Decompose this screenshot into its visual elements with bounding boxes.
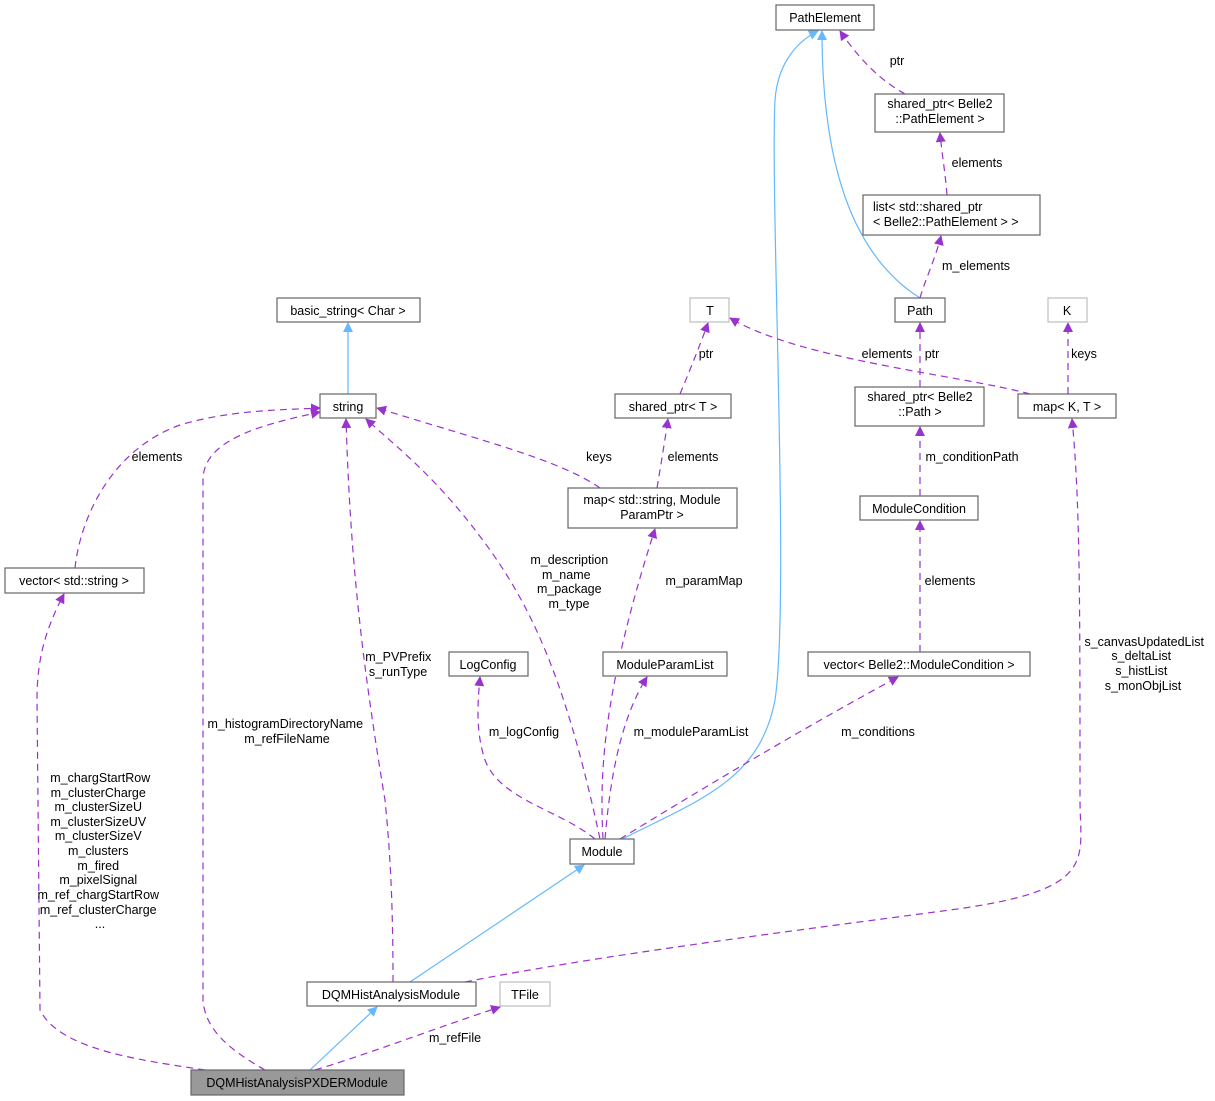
node-label: vector< std::string > [19, 574, 129, 588]
edge-label-elements-t: elements [862, 347, 913, 361]
node-label: vector< Belle2::ModuleCondition > [823, 658, 1014, 672]
inheritance-edges [309, 30, 921, 1071]
edge-label-keys: keys [586, 450, 612, 464]
edge-label-m-reffile: m_refFile [429, 1031, 481, 1045]
edge-label-m-conditionpath: m_conditionPath [925, 450, 1018, 464]
edge-label-ptr: ptr [890, 54, 905, 68]
node-logconfig[interactable]: LogConfig [448, 651, 529, 677]
node-label: LogConfig [460, 658, 517, 672]
edge-label-m-elements: m_elements [942, 259, 1010, 273]
node-path[interactable]: Path [894, 297, 946, 323]
node-label: PathElement [789, 11, 861, 25]
edge-label-hist-dir: m_histogramDirectoryName m_refFileName [207, 717, 366, 746]
usage-edges [36, 30, 1082, 1071]
edge-label-canvas-lists: s_canvasUpdatedList s_deltaList s_histLi… [1084, 635, 1207, 693]
node-label: shared_ptr< Belle2::PathElement > [887, 97, 992, 126]
node-pathelement[interactable]: PathElement [775, 4, 875, 31]
node-label: Module [582, 845, 623, 859]
node-vector-modulecondition[interactable]: vector< Belle2::ModuleCondition > [807, 651, 1031, 677]
edge-label-m-moduleparamlist: m_moduleParamList [634, 725, 749, 739]
node-string[interactable]: string [319, 393, 377, 419]
edge-label-m-logconfig: m_logConfig [489, 725, 559, 739]
node-module-condition[interactable]: ModuleCondition [859, 495, 979, 521]
node-shared-ptr-path[interactable]: shared_ptr< Belle2::Path > [854, 386, 985, 427]
node-module[interactable]: Module [569, 838, 635, 865]
node-label: shared_ptr< T > [629, 400, 718, 414]
edge-label-elements-condition: elements [925, 574, 976, 588]
node-vector-string[interactable]: vector< std::string > [4, 567, 145, 594]
node-label: ModuleCondition [872, 502, 966, 516]
node-tfile[interactable]: TFile [499, 981, 551, 1007]
node-label: basic_string< Char > [290, 304, 405, 318]
edge-label-module-strings: m_description m_name m_package m_type [530, 553, 611, 611]
edge-label-elements-map: elements [668, 450, 719, 464]
node-map-k-t[interactable]: map< K, T > [1017, 393, 1117, 419]
edge-labels: ptr elements m_elements elements ptr key… [37, 54, 1207, 1045]
node-basic-string[interactable]: basic_string< Char > [276, 297, 421, 323]
node-label: map< K, T > [1033, 400, 1101, 414]
edge-label-ptr-t: ptr [699, 347, 714, 361]
node-moduleparamlist[interactable]: ModuleParamList [602, 651, 728, 677]
node-label: list< std::shared_ptr< Belle2::PathEleme… [873, 200, 1019, 229]
node-label: Path [907, 304, 933, 318]
edge-label-m-parammap: m_paramMap [665, 574, 742, 588]
node-label: string [333, 400, 364, 414]
node-list-shared-ptr[interactable]: list< std::shared_ptr< Belle2::PathEleme… [862, 194, 1041, 236]
node-dqmhistanalysispxdermodule[interactable]: DQMHistAnalysisPXDERModule [190, 1069, 405, 1096]
node-t[interactable]: T [689, 297, 730, 323]
node-k[interactable]: K [1047, 297, 1088, 323]
edge-label-elements-vector: elements [132, 450, 183, 464]
node-label: DQMHistAnalysisModule [322, 988, 460, 1002]
node-shared-ptr-t[interactable]: shared_ptr< T > [614, 393, 732, 419]
node-label: DQMHistAnalysisPXDERModule [206, 1076, 387, 1090]
node-label: T [706, 304, 714, 318]
node-label: TFile [511, 988, 539, 1002]
edge-label-m-conditions: m_conditions [841, 725, 915, 739]
edge-label-keys-k: keys [1071, 347, 1097, 361]
edge-label-elements: elements [952, 156, 1003, 170]
node-label: shared_ptr< Belle2::Path > [867, 390, 972, 419]
node-dqmhistanalysismodule[interactable]: DQMHistAnalysisModule [306, 981, 477, 1007]
edge-label-pxder-members: m_chargStartRow m_clusterCharge m_cluste… [37, 771, 162, 931]
node-shared-ptr-pathelement[interactable]: shared_ptr< Belle2::PathElement > [874, 93, 1005, 133]
node-label: K [1063, 304, 1072, 318]
edge-label-ptr-path: ptr [925, 347, 940, 361]
edge-label-pvprefix: m_PVPrefix s_runType [365, 650, 434, 679]
node-label: ModuleParamList [616, 658, 714, 672]
